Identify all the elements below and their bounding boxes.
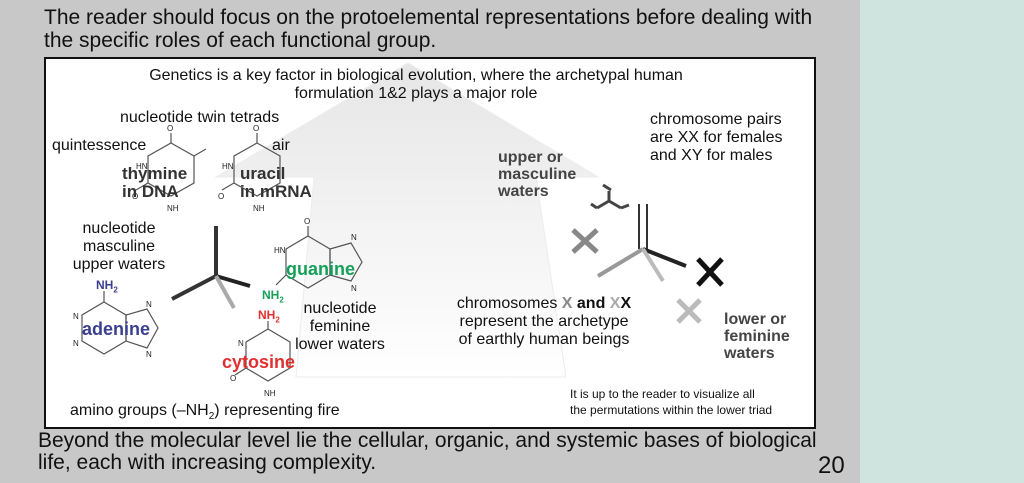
masc-line3: upper waters	[72, 256, 166, 273]
x-mark-gray	[571, 228, 599, 254]
upper-line1: upper or	[498, 149, 563, 166]
svg-text:HN: HN	[222, 162, 234, 171]
guanine-label: guanine	[286, 259, 356, 279]
x-mark-black	[696, 257, 724, 287]
cytosine-structure	[234, 321, 291, 382]
diagram-panel: O O HN NH O O HN NH N N N N	[44, 57, 816, 429]
svg-text:N: N	[146, 350, 152, 359]
fem-line1: nucleotide	[303, 300, 377, 317]
svg-text:N: N	[73, 312, 79, 321]
x-mark-light	[676, 298, 702, 324]
adenine-nh2-sub: 2	[113, 285, 118, 295]
chromosome-pairs-label: chromosome pairs are XX for females and …	[650, 111, 783, 165]
xx-x1: X	[561, 295, 573, 312]
page-number: 20	[818, 452, 845, 479]
chromosomes-xx-label: chromosomes X and XX represent the arche…	[446, 295, 642, 349]
svg-text:N: N	[146, 300, 152, 309]
thymine-label: thymine in DNA	[122, 165, 187, 201]
upper-line3: waters	[498, 183, 549, 200]
chromo-line2: are XX for females	[650, 129, 783, 146]
panel-title-line2: formulation 1&2 plays a major role	[294, 85, 538, 102]
masculine-nucleotide-label: nucleotide masculine upper waters	[64, 220, 174, 274]
svg-text:N: N	[351, 284, 357, 293]
right-sidebar	[860, 0, 1024, 483]
xx-pre: chromosomes	[456, 295, 562, 312]
xx-and: and	[572, 295, 610, 312]
amino-pre: amino groups (–NH	[70, 402, 209, 419]
thymine-line2: in DNA	[122, 182, 179, 201]
masculine-tetrad-symbol	[171, 226, 251, 309]
adenine-structure	[81, 291, 159, 355]
lower-line2: feminine	[724, 328, 790, 345]
xx-x2: X	[609, 295, 621, 312]
svg-text:NH: NH	[167, 204, 179, 213]
guanine-nh2-sub: 2	[279, 295, 284, 305]
panel-title: Genetics is a key factor in biological e…	[86, 67, 746, 103]
xx-line3: of earthly human beings	[458, 331, 630, 348]
svg-text:O: O	[253, 124, 259, 133]
guanine-structure	[275, 226, 363, 289]
feminine-tetrad-symbol	[596, 204, 687, 283]
uracil-line2: in mRNA	[240, 182, 312, 201]
amino-sub: 2	[208, 411, 215, 423]
fem-line3: lower waters	[295, 336, 385, 353]
bottom-caption: Beyond the molecular level lie the cellu…	[38, 429, 817, 474]
visualize-note: It is up to the reader to visualize all …	[570, 386, 772, 418]
svg-text:N: N	[238, 339, 244, 348]
uracil-label: uracil in mRNA	[240, 165, 312, 201]
svg-text:NH: NH	[253, 204, 265, 213]
thymine-line1: thymine	[122, 164, 188, 183]
svg-text:HN: HN	[274, 246, 286, 255]
panel-title-line1: Genetics is a key factor in biological e…	[149, 67, 683, 84]
adenine-nh2: NH2	[96, 277, 118, 298]
lower-line3: waters	[724, 345, 775, 362]
svg-text:N: N	[351, 233, 357, 242]
xx-line2: represent the archetype	[459, 313, 629, 330]
fem-line2: feminine	[309, 318, 371, 335]
masc-line1: nucleotide	[82, 220, 156, 237]
adenine-label: adenine	[82, 319, 151, 339]
svg-text:O: O	[304, 217, 310, 226]
air-label: air	[272, 137, 290, 154]
cytosine-nh2-text: NH	[258, 308, 276, 322]
guanine-nh2: NH2	[262, 287, 284, 308]
lower-line1: lower or	[724, 311, 787, 328]
xx-line1: chromosomes X and XX	[446, 295, 642, 313]
thymine-structure	[135, 133, 207, 197]
cytosine-label: cytosine	[222, 352, 296, 372]
y-chromosome-glyph	[590, 183, 630, 210]
svg-text:HN: HN	[136, 162, 148, 171]
feminine-nucleotide-label: nucleotide feminine lower waters	[290, 300, 390, 354]
guanine-nh2-text: NH	[262, 288, 280, 302]
visualize-line1: It is up to the reader to visualize all	[570, 387, 755, 401]
amino-post: ) representing fire	[214, 402, 340, 419]
chromo-line3: and XY for males	[650, 147, 773, 164]
diagram-graphics: O O HN NH O O HN NH N N N N	[73, 62, 724, 398]
svg-text:N: N	[73, 339, 79, 348]
uracil-line1: uracil	[240, 164, 286, 183]
svg-text:O: O	[218, 192, 224, 201]
top-caption: The reader should focus on the protoelem…	[44, 6, 813, 52]
cytosine-nh2-sub: 2	[275, 315, 280, 325]
uracil-structure	[221, 133, 281, 197]
amino-groups-label: amino groups (–NH2) representing fire	[70, 402, 340, 426]
xx-x3: X	[620, 295, 632, 312]
visualize-line2: the permutations within the lower triad	[570, 403, 773, 417]
quintessence-label: quintessence	[52, 137, 147, 154]
chromo-line1: chromosome pairs	[650, 111, 782, 128]
svg-text:O: O	[132, 192, 138, 201]
masc-line2: masculine	[82, 238, 156, 255]
cytosine-nh2: NH2	[258, 307, 280, 328]
svg-text:O: O	[167, 124, 173, 133]
adenine-nh2-text: NH	[96, 278, 114, 292]
twin-tetrads-label: nucleotide twin tetrads	[120, 109, 280, 126]
svg-text:O: O	[230, 374, 236, 383]
upper-waters-label: upper or masculine waters	[498, 149, 576, 200]
background-arrow	[214, 62, 600, 378]
svg-text:NH: NH	[264, 389, 276, 398]
lower-waters-label: lower or feminine waters	[724, 311, 790, 362]
upper-line2: masculine	[498, 166, 577, 183]
